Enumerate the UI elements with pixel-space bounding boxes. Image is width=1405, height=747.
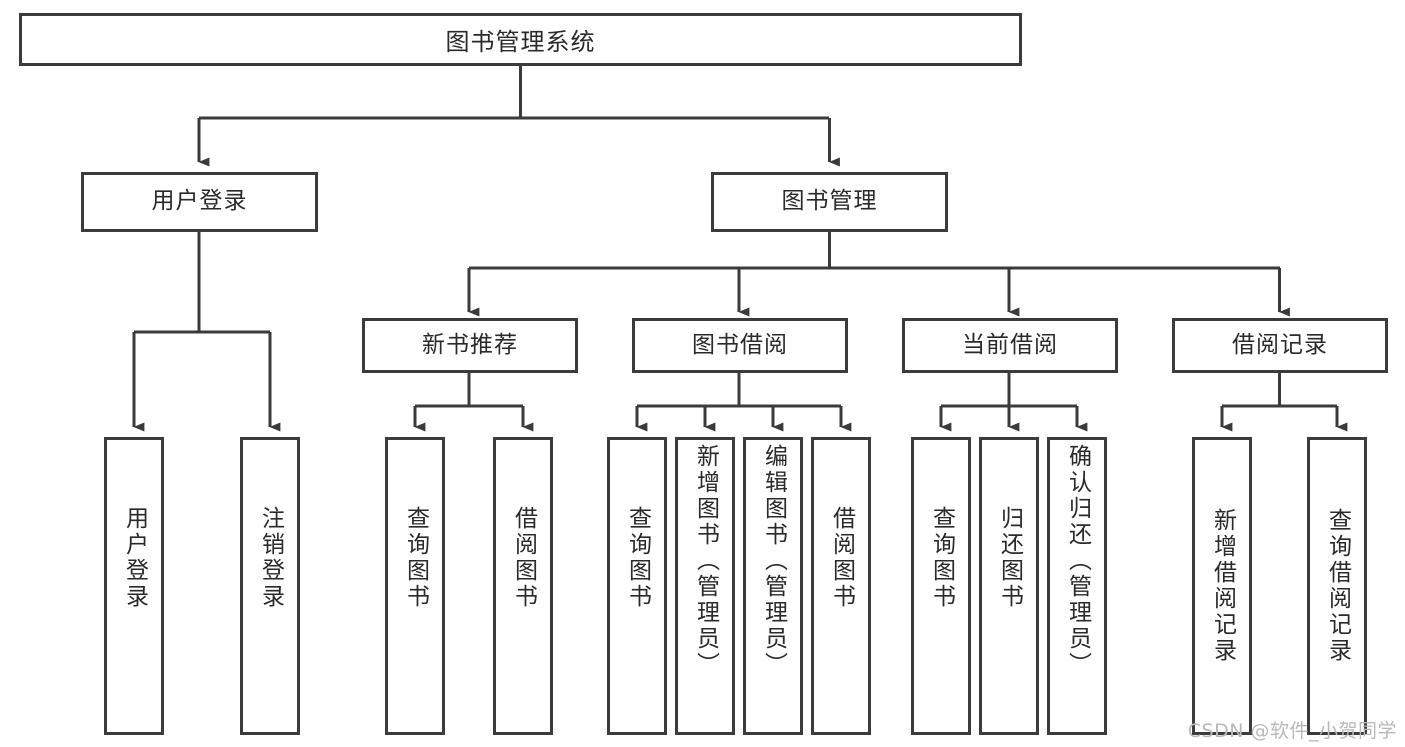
leaf-new-book-borrow[interactable]: 借阅图书: [493, 437, 553, 735]
node-user-login-label: 用户登录: [151, 188, 248, 215]
leaf-record-query[interactable]: 查询借阅记录: [1307, 437, 1367, 735]
leaf-borrow-query-book-label: 查询图书: [624, 506, 651, 610]
leaf-current-return-book-label: 归还图书: [996, 506, 1023, 610]
leaf-borrow-borrow-book-label: 借阅图书: [828, 506, 855, 610]
leaf-borrow-edit-book[interactable]: 编辑图书（管理员）: [743, 437, 803, 735]
leaf-borrow-edit-book-label: 编辑图书（管理员）: [760, 444, 787, 678]
watermark-text: CSDN @软件_小贺同学: [1187, 720, 1397, 742]
node-current-borrow[interactable]: 当前借阅: [902, 318, 1118, 373]
node-borrow-record[interactable]: 借阅记录: [1172, 318, 1388, 373]
leaf-record-add-label: 新增借阅记录: [1209, 508, 1236, 664]
leaf-user-login-logout[interactable]: 注销登录: [240, 437, 300, 735]
leaf-current-confirm-return-label: 确认归还（管理员）: [1064, 444, 1091, 678]
leaf-current-query-book[interactable]: 查询图书: [911, 437, 971, 735]
leaf-user-login-logout-label: 注销登录: [257, 506, 284, 610]
leaf-current-return-book[interactable]: 归还图书: [979, 437, 1039, 735]
node-root[interactable]: 图书管理系统: [19, 13, 1022, 66]
leaf-record-query-label: 查询借阅记录: [1324, 508, 1351, 664]
node-root-label: 图书管理系统: [445, 28, 596, 56]
leaf-borrow-borrow-book[interactable]: 借阅图书: [811, 437, 871, 735]
leaf-current-confirm-return[interactable]: 确认归还（管理员）: [1047, 437, 1107, 735]
leaf-user-login-login[interactable]: 用户登录: [104, 437, 164, 735]
leaf-new-book-query-label: 查询图书: [402, 506, 429, 610]
node-book-management[interactable]: 图书管理: [711, 172, 948, 232]
leaf-borrow-add-book[interactable]: 新增图书（管理员）: [675, 437, 735, 735]
leaf-borrow-add-book-label: 新增图书（管理员）: [692, 444, 719, 678]
leaf-user-login-login-label: 用户登录: [121, 506, 148, 610]
leaf-new-book-borrow-label: 借阅图书: [510, 506, 537, 610]
node-new-book-recommend-label: 新书推荐: [422, 331, 518, 358]
leaf-current-query-book-label: 查询图书: [928, 506, 955, 610]
node-book-borrow[interactable]: 图书借阅: [632, 318, 848, 373]
node-new-book-recommend[interactable]: 新书推荐: [362, 318, 578, 373]
node-user-login[interactable]: 用户登录: [81, 172, 318, 232]
node-book-borrow-label: 图书借阅: [692, 331, 788, 358]
leaf-borrow-query-book[interactable]: 查询图书: [607, 437, 667, 735]
leaf-record-add[interactable]: 新增借阅记录: [1192, 437, 1252, 735]
node-current-borrow-label: 当前借阅: [962, 331, 1058, 358]
node-book-management-label: 图书管理: [781, 188, 878, 215]
leaf-new-book-query[interactable]: 查询图书: [385, 437, 445, 735]
node-borrow-record-label: 借阅记录: [1232, 331, 1328, 358]
